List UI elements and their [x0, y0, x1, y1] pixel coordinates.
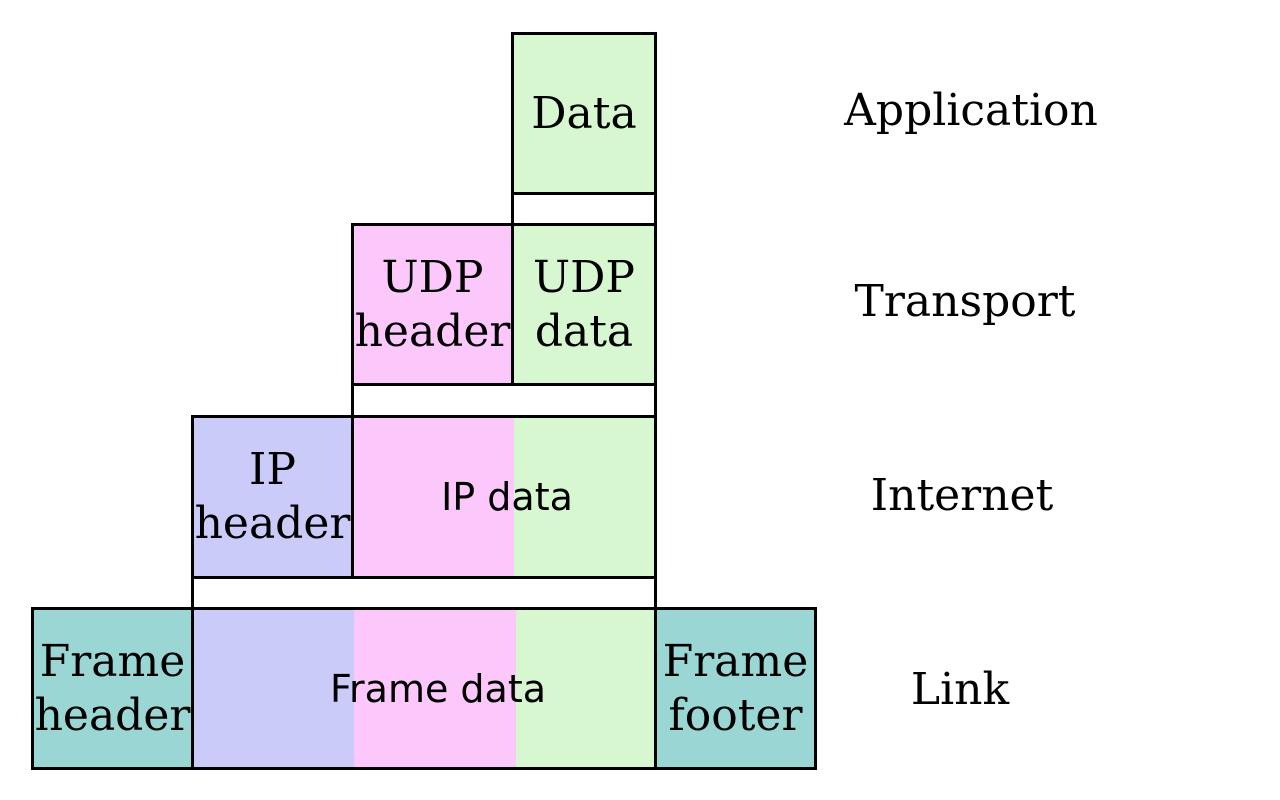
frame-header-label: Frame header	[34, 635, 191, 741]
ip-data-box	[351, 415, 657, 579]
transport-internet-gap	[351, 383, 657, 418]
frame-footer-box: Frame footer	[654, 607, 817, 770]
layer-label-link: Link	[910, 663, 1010, 715]
ip-header-label: IP header	[194, 444, 351, 549]
layer-label-application: Application	[844, 84, 1098, 136]
frame-data-ip-header-fill	[194, 610, 354, 767]
frame-data-udp-data-fill	[516, 610, 654, 767]
udp-header-label: UDP header	[354, 251, 511, 357]
udp-header-box: UDP header	[351, 223, 514, 386]
layer-label-internet: Internet	[870, 469, 1054, 521]
frame-data-box	[191, 607, 657, 770]
internet-link-gap	[191, 576, 657, 610]
application-data-box: Data	[511, 32, 657, 195]
udp-data-box: UDP data	[511, 223, 657, 386]
ip-header-box: IP header	[191, 415, 354, 579]
application-transport-gap	[511, 192, 657, 226]
application-data-label: Data	[531, 87, 637, 139]
frame-footer-label: Frame footer	[662, 635, 809, 741]
udp-data-label: UDP data	[533, 251, 635, 357]
frame-header-box: Frame header	[31, 607, 194, 770]
ip-data-udp-data-fill	[514, 418, 654, 576]
ip-data-udp-header-fill	[354, 418, 514, 576]
frame-data-udp-header-fill	[354, 610, 516, 767]
layer-label-transport: Transport	[854, 275, 1076, 327]
